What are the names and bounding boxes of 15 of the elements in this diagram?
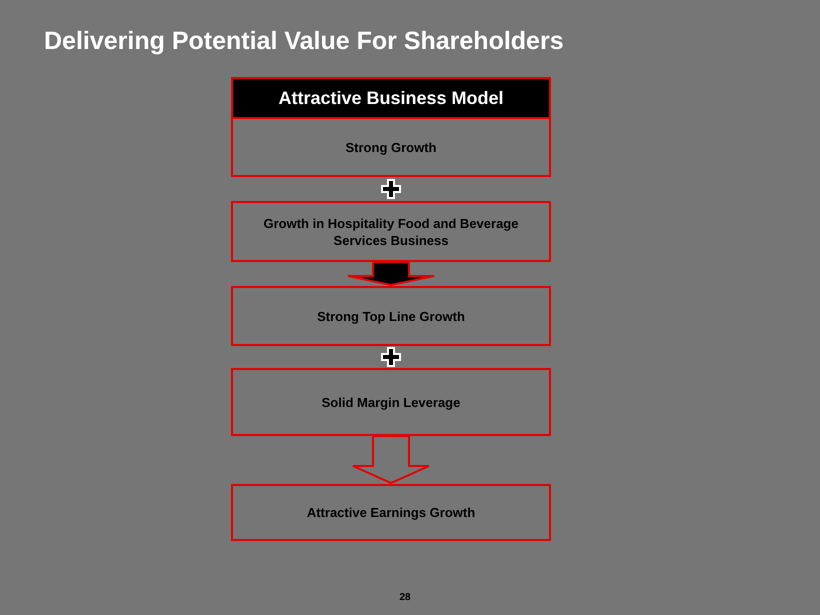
- box-text: Growth in Hospitality Food and Beverage Services Business: [262, 214, 520, 248]
- box-text: Strong Top Line Growth: [317, 308, 465, 324]
- process-box: [231, 201, 551, 262]
- process-box: [231, 368, 551, 436]
- process-box: [231, 484, 551, 541]
- page-number: 28: [398, 592, 412, 604]
- slide-title: Delivering Potential Value For Shareholders: [44, 27, 564, 56]
- block-arrow: [347, 261, 435, 286]
- box-text: Attractive Earnings Growth: [306, 504, 476, 521]
- block-arrow: [352, 435, 430, 484]
- box-text: Solid Margin Leverage: [322, 394, 460, 410]
- heading-band: Attractive Business Model: [233, 79, 549, 119]
- process-box: [231, 77, 551, 177]
- process-box: [231, 286, 551, 346]
- box-text: Strong Growth: [346, 138, 436, 156]
